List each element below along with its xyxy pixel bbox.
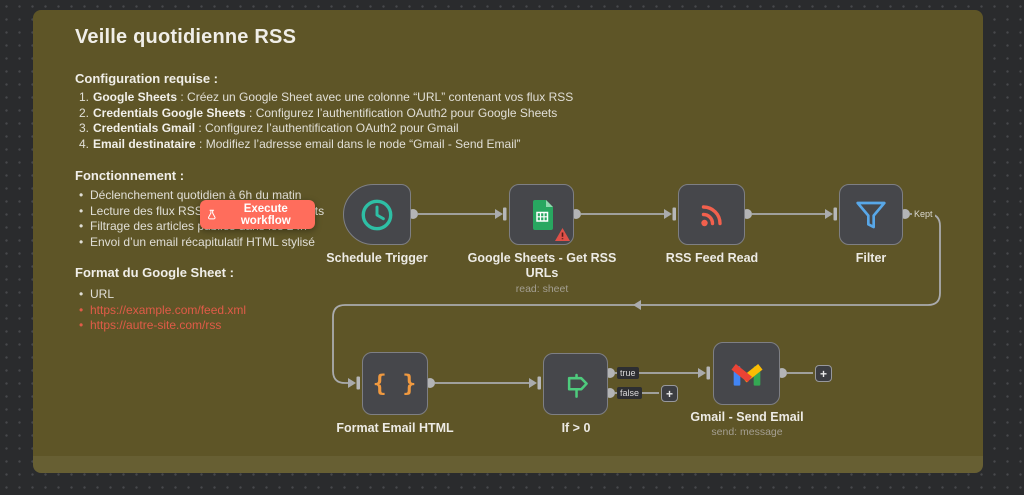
flask-icon — [208, 209, 216, 219]
if-true-label: true — [617, 367, 639, 379]
filter-icon — [856, 201, 886, 228]
list-item: 1.Google Sheets : Créez un Google Sheet … — [79, 90, 574, 104]
node-rss-feed-read[interactable] — [678, 184, 745, 245]
node-subtitle-sheets: read: sheet — [515, 283, 569, 295]
format-heading: Format du Google Sheet : — [75, 265, 234, 280]
node-format-email-html[interactable]: { } — [362, 352, 428, 415]
fonctionnement-heading: Fonctionnement : — [75, 168, 185, 183]
list-item: •Envoi d’un email récapitulatif HTML sty… — [79, 234, 315, 249]
execute-workflow-button[interactable]: Execute workflow — [200, 200, 315, 229]
format-list: •URL •https://example.com/feed.xml •http… — [79, 287, 246, 334]
node-label-rss: RSS Feed Read — [665, 251, 759, 265]
node-schedule-trigger[interactable] — [343, 184, 411, 245]
list-item: •https://autre-site.com/rss — [79, 318, 222, 332]
node-gmail-send-email[interactable] — [713, 342, 780, 405]
node-if[interactable] — [543, 353, 608, 415]
add-node-button[interactable]: + — [661, 385, 678, 402]
list-item: 4.Email destinataire : Modifiez l’adress… — [79, 136, 521, 151]
clock-icon — [361, 199, 393, 230]
execute-workflow-label: Execute workflow — [240, 202, 291, 227]
feed-url-link[interactable]: https://example.com/feed.xml — [90, 302, 247, 317]
list-item: •Déclenchement quotidien à 6h du matin — [79, 188, 302, 202]
node-subtitle-gmail: send: message — [711, 426, 783, 438]
plus-icon: + — [665, 386, 673, 401]
plus-icon: + — [819, 366, 827, 381]
node-label-sheets: Google Sheets - Get RSS URLs — [467, 251, 617, 280]
node-label-filter: Filter — [855, 251, 887, 265]
rss-icon — [700, 204, 722, 226]
node-label-schedule: Schedule Trigger — [326, 251, 428, 265]
signpost-icon — [567, 373, 588, 398]
list-item: •URL — [79, 287, 115, 301]
filter-output-label: Kept — [912, 208, 935, 220]
list-item: 2.Credentials Google Sheets : Configurez… — [79, 105, 558, 120]
node-label-gmail: Gmail - Send Email — [690, 410, 804, 424]
list-item: 3.Credentials Gmail : Configurez l’authe… — [79, 121, 459, 135]
warning-icon — [555, 228, 570, 241]
node-label-if: If > 0 — [561, 421, 591, 435]
list-item: •https://example.com/feed.xml — [79, 302, 247, 317]
feed-url-link[interactable]: https://autre-site.com/rss — [90, 318, 222, 332]
node-label-code: Format Email HTML — [336, 421, 454, 435]
add-node-button[interactable]: + — [815, 365, 832, 382]
config-heading: Configuration requise : — [75, 71, 218, 86]
gmail-icon — [730, 363, 763, 386]
node-google-sheets[interactable] — [509, 184, 574, 245]
node-filter[interactable] — [839, 184, 903, 245]
sticky-title: Veille quotidienne RSS — [75, 26, 297, 48]
if-false-label: false — [617, 387, 643, 399]
code-braces-icon: { } — [372, 370, 418, 397]
config-list: 1.Google Sheets : Créez un Google Sheet … — [79, 90, 573, 152]
